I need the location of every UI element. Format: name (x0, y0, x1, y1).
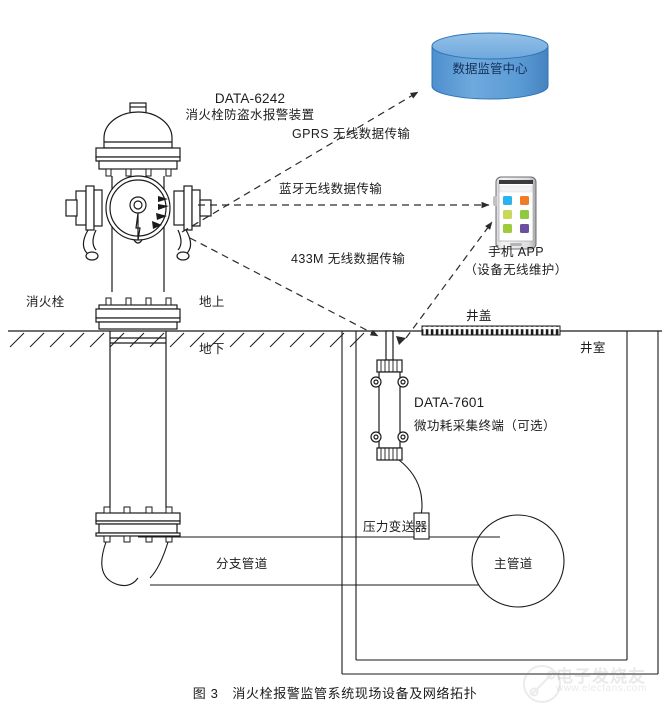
collector-name: 微功耗采集终端（可选） (414, 419, 556, 433)
phone-label: 手机 APP (488, 245, 544, 259)
phone-graphic (493, 176, 537, 250)
collector-device-graphic (370, 330, 423, 515)
link-label-bluetooth: 蓝牙无线数据传输 (279, 182, 383, 196)
collector-model: DATA-7601 (414, 395, 485, 410)
pressure-transmitter-label: 压力变送器 (363, 520, 428, 534)
annotation-hydrant: 消火栓 (26, 295, 65, 309)
hydrant-device-name: 消火栓防盗水报警装置 (185, 108, 315, 122)
data-center-node[interactable] (431, 32, 549, 100)
figure-caption-number: 图 3 (192, 686, 219, 701)
figure-caption: 图 3 消火栓报警监管系统现场设备及网络拓扑 (0, 683, 670, 702)
link-collector-to-phone (396, 221, 493, 345)
fire-hydrant-graphic (65, 102, 212, 587)
phone-sub-label: （设备无线维护） (464, 263, 568, 277)
link-label-rf433: 433M 无线数据传输 (291, 252, 406, 266)
pipe-network (138, 514, 565, 608)
link-label-gprs: GPRS 无线数据传输 (292, 127, 411, 141)
annotation-well-chamber: 井室 (580, 341, 606, 355)
pressure-transmitter-graphic (413, 512, 430, 540)
annotation-above-ground: 地上 (199, 295, 225, 309)
manhole-cover-graphic (421, 325, 561, 336)
figure-caption-title: 消火栓报警监管系统现场设备及网络拓扑 (232, 686, 478, 701)
ground-line (8, 330, 662, 348)
link-gprs (181, 91, 419, 233)
watermark-logo-icon (523, 665, 561, 703)
annotation-main-pipe: 主管道 (494, 557, 533, 571)
annotation-manhole-cover: 井盖 (466, 309, 492, 323)
hydrant-device-model: DATA-6242 (214, 91, 286, 106)
well-chamber (341, 331, 659, 675)
annotation-branch-pipe: 分支管道 (216, 557, 268, 571)
annotation-below-ground: 地下 (199, 342, 225, 356)
data-center-label: 数据监管中心 (452, 62, 528, 76)
